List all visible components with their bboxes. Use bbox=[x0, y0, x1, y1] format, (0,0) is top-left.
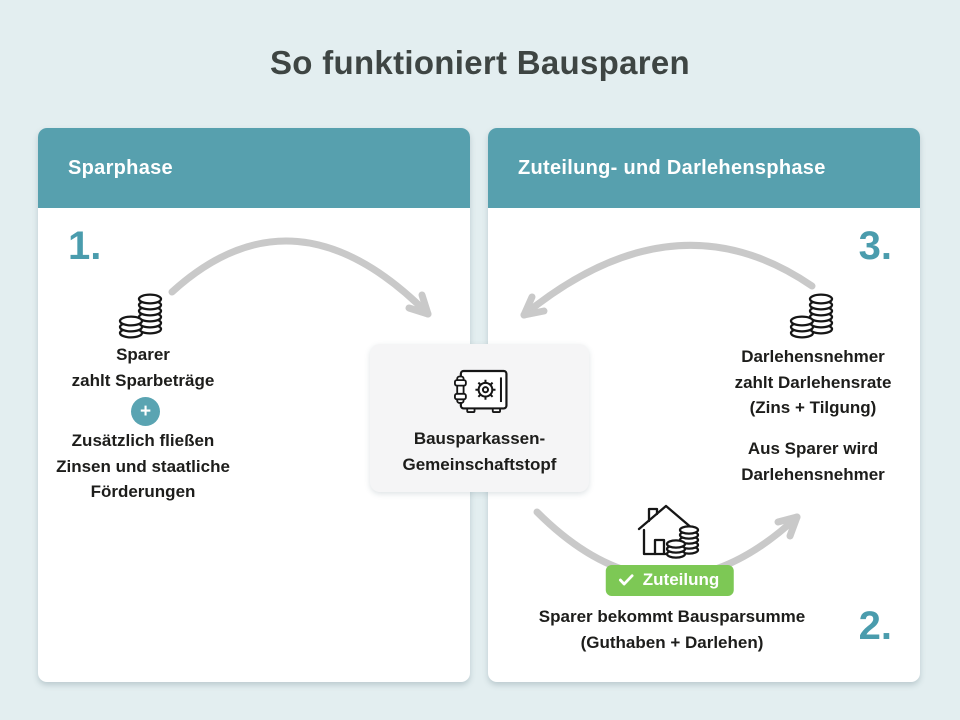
zuteilung-badge-label: Zuteilung bbox=[642, 570, 720, 589]
safe-icon bbox=[453, 369, 508, 413]
gemeinschaftstopf-label: Bausparkassen- Gemeinschaftstopf bbox=[402, 429, 557, 475]
coins-icon bbox=[789, 293, 834, 339]
bausparsumme-label: Sparer bekommt Bausparsumme (Guthaben + … bbox=[538, 607, 806, 652]
check-icon bbox=[618, 574, 634, 586]
house-coins-icon bbox=[637, 504, 700, 559]
step-1-number: 1. bbox=[68, 224, 102, 268]
sparer-label: Sparer zahlt Sparbeträge bbox=[71, 345, 215, 390]
plus-icon: + bbox=[131, 397, 160, 426]
panel-zuteilung-title: Zuteilung- und Darlehensphase bbox=[518, 156, 826, 179]
zuteilung-badge: Zuteilung bbox=[605, 565, 735, 596]
panel-sparphase-title: Sparphase bbox=[68, 156, 173, 179]
darlehensrate-label: Darlehensnehmer zahlt Darlehensrate (Zin… bbox=[734, 347, 892, 417]
coins-icon bbox=[118, 293, 163, 339]
aus-sparer-wird-label: Aus Sparer wird Darlehensnehmer bbox=[741, 439, 885, 484]
plus-symbol: + bbox=[139, 401, 152, 422]
panel-zuteilung-header: Zuteilung- und Darlehensphase bbox=[488, 128, 920, 208]
step-2-number: 2. bbox=[858, 604, 892, 648]
zusatz-foerderung-label: Zusätzlich fließen Zinsen und staatliche… bbox=[56, 431, 230, 501]
page-title: So funktioniert Bausparen bbox=[269, 44, 691, 81]
step-3-number: 3. bbox=[858, 224, 892, 268]
panel-sparphase-header: Sparphase bbox=[38, 128, 470, 208]
gemeinschaftstopf-card: Bausparkassen- Gemeinschaftstopf bbox=[370, 344, 589, 492]
